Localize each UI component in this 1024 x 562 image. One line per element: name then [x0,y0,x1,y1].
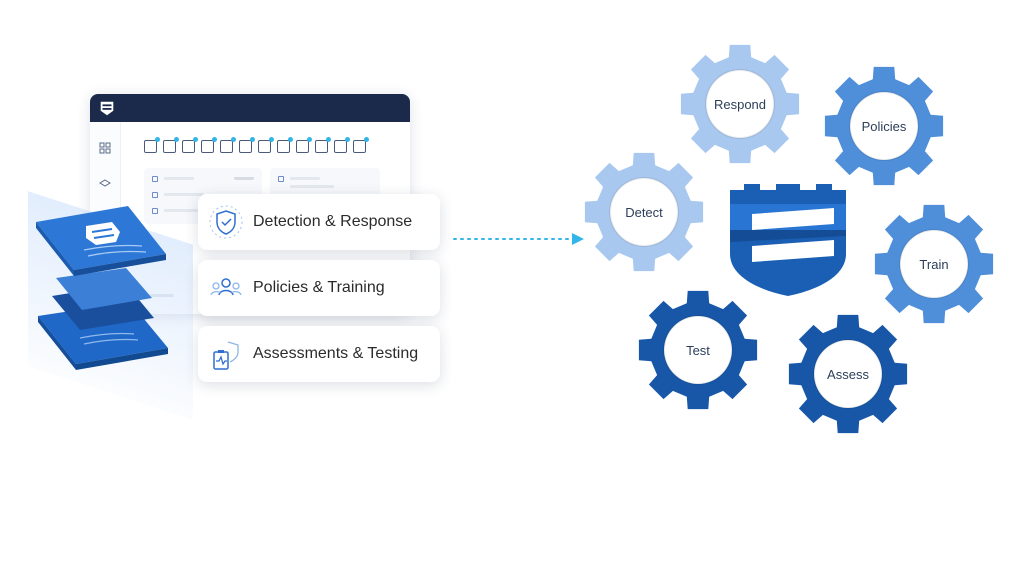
content-panel [270,168,380,198]
tool-icon [220,137,236,153]
panel-line [164,209,198,212]
tool-icon [239,137,255,153]
feature-label: Assessments & Testing [253,345,419,362]
gear-center [705,69,775,139]
gear-label: Test [686,342,710,358]
gear-test: Test [636,288,760,412]
gear-label: Policies [861,118,907,134]
tool-icon [182,137,198,153]
shield-logo-icon [86,222,120,245]
gear-shape [874,204,994,324]
tool-icon [144,137,160,153]
gear-label: Respond [713,96,767,112]
gear-policies: Policies [822,64,946,188]
gear-detect: Detect [582,150,706,274]
gear-center [899,229,969,299]
gear-train: Train [872,202,996,326]
gear-shape [788,314,908,434]
top-layer [36,206,166,276]
layers-icon [99,179,111,187]
window-titlebar [90,94,410,122]
middle-layer [56,268,152,310]
gear-center [609,177,679,247]
tool-icon [201,137,217,153]
gear-shape [824,66,944,186]
panel-line [234,177,254,180]
gear-respond: Respond [678,42,802,166]
feature-label: Policies & Training [253,279,385,296]
panel-line [290,185,334,188]
tower-shield-logo [730,184,846,296]
gear-center [813,339,883,409]
panel-item-icon [152,192,158,198]
panel-item-icon [152,176,158,182]
toolbar-icons [144,137,369,156]
panel-line [290,177,320,180]
gear-label: Train [919,256,949,272]
gear-label: Assess [827,366,869,382]
tool-icon [353,137,369,153]
panel-line [150,294,174,297]
clipboard-shield-icon [213,341,239,370]
tool-icon [163,137,179,153]
gear-label: Detect [625,204,663,220]
feature-card-detection-response[interactable]: Detection & Response [198,194,440,250]
layer-stack-illustration [36,206,168,370]
tool-icon [277,137,293,153]
gear-center [849,91,919,161]
tool-icon [334,137,350,153]
tool-icon [258,137,274,153]
feature-card-assessments-testing[interactable]: Assessments & Testing [198,326,440,382]
gear-assess: Assess [786,312,910,436]
panel-item-icon [152,208,158,214]
gear-shape [680,44,800,164]
grid-icon [99,142,111,154]
people-group-icon [210,278,242,296]
tool-icon [296,137,312,153]
feature-card-policies-training[interactable]: Policies & Training [198,260,440,316]
panel-line [164,193,204,196]
gear-shape [638,290,758,410]
dotted-arrow-icon [453,233,584,245]
panel-item-icon [278,176,284,182]
feature-label: Detection & Response [253,213,413,230]
tower-logo-icon [100,101,114,116]
tool-icon [315,137,331,153]
gear-shape [584,152,704,272]
gear-center [663,315,733,385]
shield-check-icon [209,205,243,239]
panel-line [164,177,194,180]
